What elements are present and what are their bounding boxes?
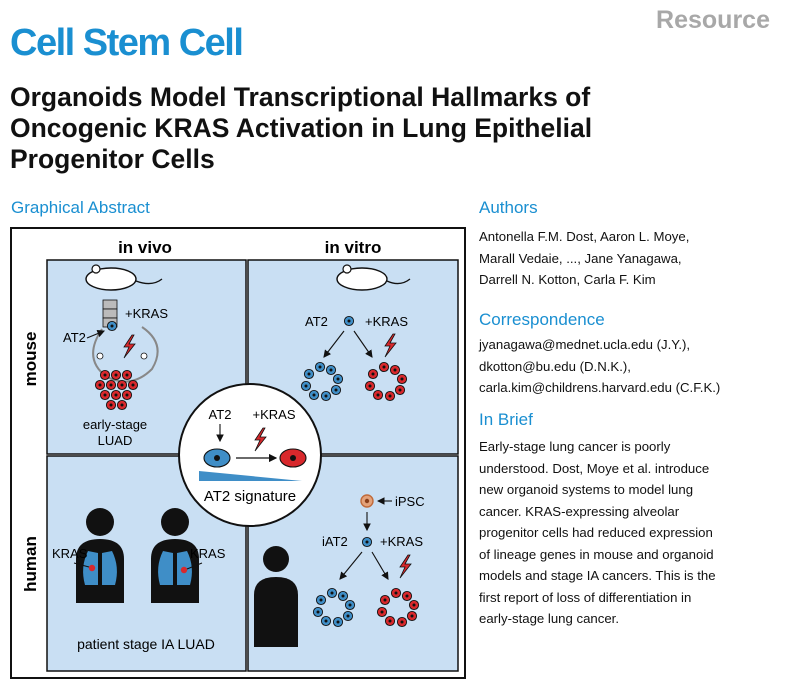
article-title: Organoids Model Transcriptional Hallmark…: [10, 82, 593, 174]
at2-signature-circle: [178, 383, 322, 527]
center-kras-label: +KRAS: [253, 407, 296, 422]
human-silhouette: [254, 546, 298, 647]
mouse-icon: [336, 264, 411, 291]
author-line: Marall Vedaie, ..., Jane Yanagawa,: [479, 250, 682, 266]
brief-line: new organoid systems to model lung: [479, 482, 694, 497]
brief-line: of lineage genes in mouse and organoid: [479, 546, 714, 562]
signature-label: AT2 signature: [204, 488, 296, 505]
graphical-abstract-heading: Graphical Abstract: [11, 198, 150, 217]
brief-line: early-stage lung cancer.: [479, 611, 620, 626]
patient-figure: [76, 508, 124, 603]
section-label: Resource: [656, 6, 770, 34]
col-in-vivo: in vivo: [118, 238, 172, 257]
graphical-abstract: in vivo in vitro mouse human AT2 +KRAS e…: [10, 227, 466, 679]
email-link[interactable]: carla.kim@childrens.harvard.edu (C.F.K.): [479, 380, 721, 395]
vitro-kras-label: +KRAS: [365, 314, 408, 329]
brief-line: models and stage IA cancers. This is the: [479, 568, 716, 583]
authors-list: Antonella F.M. Dost, Aaron L. Moye, Mara…: [479, 226, 779, 291]
brief-line: Early-stage lung cancer is poorly: [479, 439, 671, 454]
row-mouse: mouse: [21, 332, 40, 387]
correspondence-list: jyanagawa@mednet.ucla.edu (J.Y.), dkotto…: [479, 334, 797, 399]
ipsc-label: iPSC: [395, 494, 425, 509]
in-brief-text: Early-stage lung cancer is poorly unders…: [479, 436, 789, 630]
in-brief-heading: In Brief: [479, 410, 533, 429]
patient-caption: patient stage IA LUAD: [77, 636, 215, 652]
patient-figure: [151, 508, 199, 603]
email-link[interactable]: dkotton@bu.edu (D.N.K.),: [479, 358, 631, 374]
row-human: human: [21, 536, 40, 592]
correspondence-heading: Correspondence: [479, 310, 605, 329]
authors-heading: Authors: [479, 198, 538, 217]
brief-line: progenitor cells had reduced expression: [479, 525, 713, 540]
brief-line: cancer. KRAS-expressing alveolar: [479, 503, 680, 519]
center-at2-label: AT2: [209, 407, 232, 422]
col-in-vitro: in vitro: [325, 238, 382, 257]
brief-line: first report of loss of differentiation …: [479, 589, 692, 605]
human-kras-label: +KRAS: [380, 534, 423, 549]
kras-left-label: KRAS: [52, 546, 88, 561]
email-link[interactable]: jyanagawa@mednet.ucla.edu (J.Y.),: [479, 337, 691, 352]
author-line: Darrell N. Kotton, Carla F. Kim: [479, 272, 656, 287]
iat2-label: iAT2: [322, 534, 348, 549]
signature-gradient: [199, 471, 302, 481]
vitro-at2-label: AT2: [305, 314, 328, 329]
mouse-icon: [85, 264, 163, 291]
luad-line1: early-stage: [83, 417, 147, 432]
author-line: Antonella F.M. Dost, Aaron L. Moye,: [479, 229, 690, 244]
vivo-kras-label: +KRAS: [125, 306, 168, 321]
journal-name: Cell Stem Cell: [10, 22, 244, 64]
brief-line: understood. Dost, Moye et al. introduce: [479, 460, 710, 476]
kras-right-label: KRAS: [190, 546, 226, 561]
luad-line2: LUAD: [98, 433, 133, 448]
vivo-at2-label: AT2: [63, 330, 86, 345]
